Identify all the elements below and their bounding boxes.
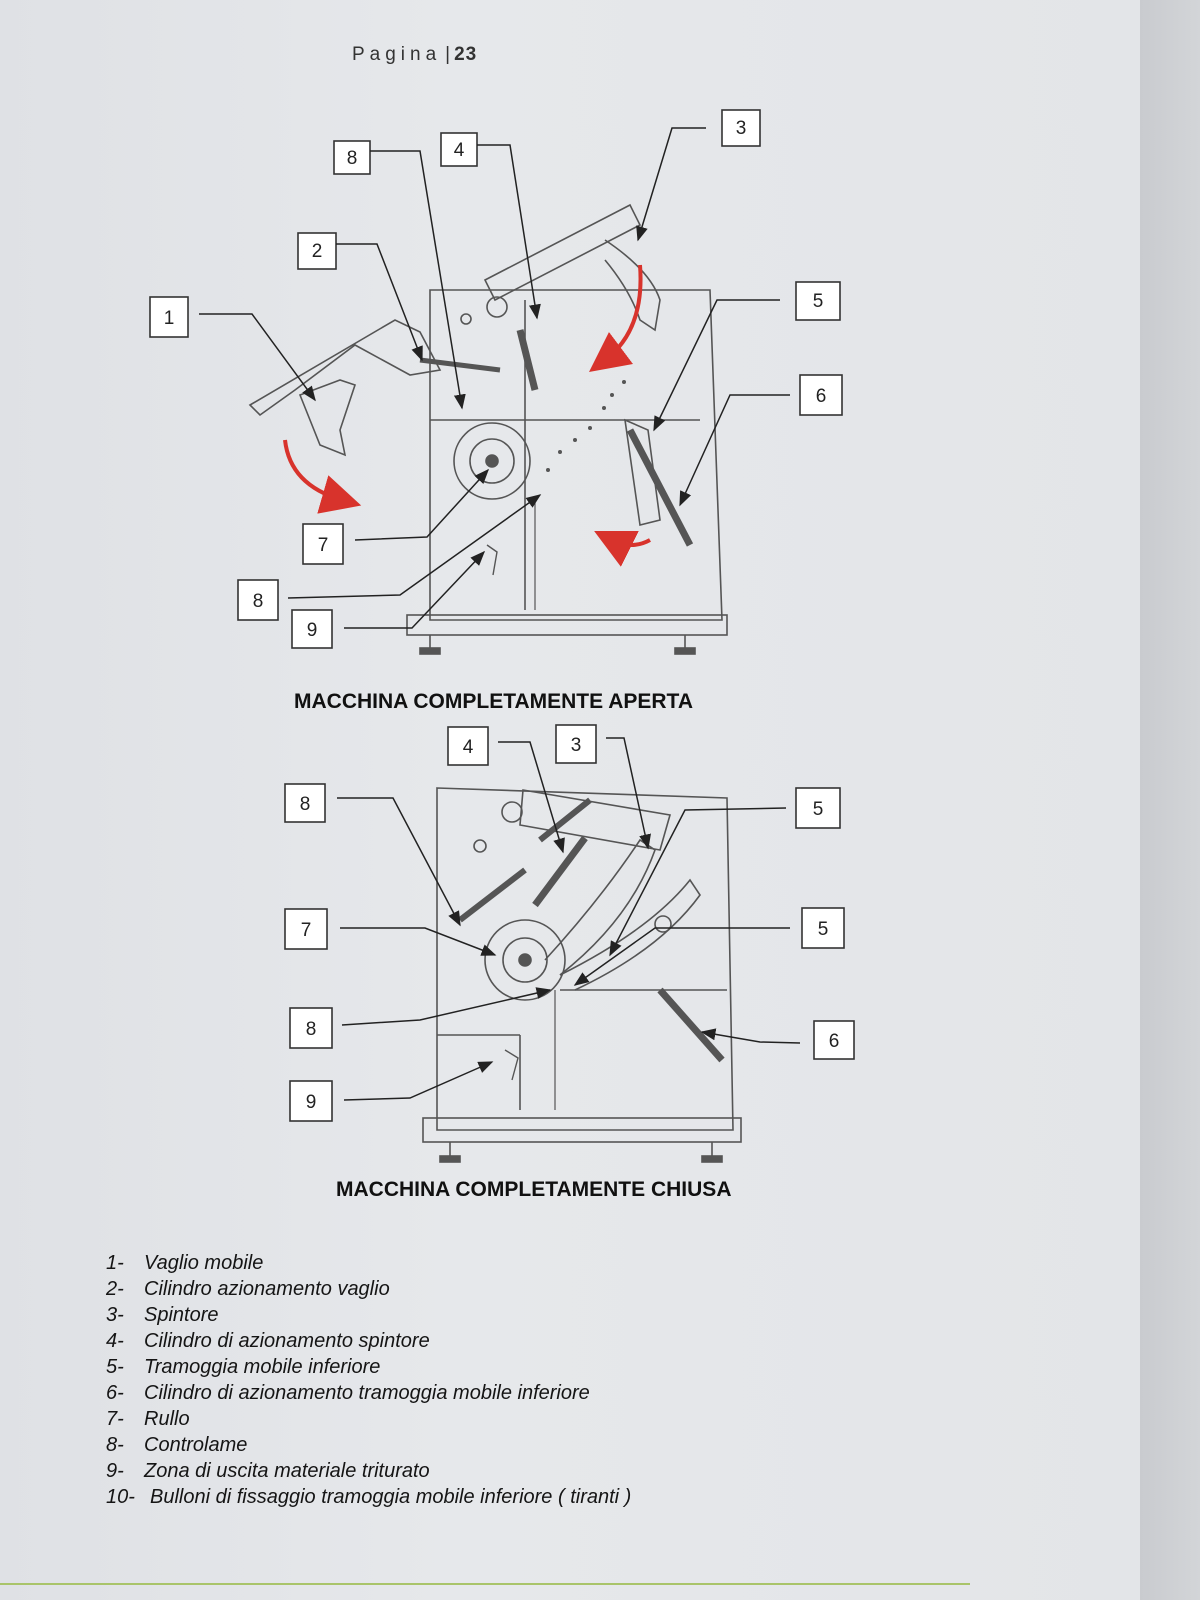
caption-open: MACCHINA COMPLETAMENTE APERTA	[294, 690, 693, 713]
svg-text:1: 1	[164, 308, 175, 329]
callout-closed-7: 7	[284, 908, 497, 956]
caption-closed: MACCHINA COMPLETAMENTE CHIUSA	[336, 1178, 732, 1201]
svg-text:4: 4	[454, 140, 465, 161]
svg-text:9: 9	[306, 1092, 317, 1113]
callout-9: 9	[291, 550, 486, 649]
callouts-open: 8 4 3 2 1 5 6	[149, 109, 843, 649]
callouts-closed: 4 3 8 5 7 5 8	[284, 724, 855, 1122]
page-number: 23	[454, 44, 478, 65]
callout-5: 5	[653, 281, 841, 432]
callout-3: 3	[636, 109, 761, 242]
legend-item: 10-Bulloni di fissaggio tramoggia mobile…	[106, 1486, 632, 1508]
legend-item: 5-Tramoggia mobile inferiore	[106, 1356, 381, 1378]
legend-item: 9-Zona di uscita materiale triturato	[106, 1460, 430, 1482]
svg-text:5: 5	[813, 291, 824, 312]
page-edge	[1140, 0, 1200, 1600]
svg-text:8: 8	[306, 1019, 317, 1040]
callout-closed-8-bottom: 8	[289, 987, 552, 1049]
legend-item: 3-Spintore	[106, 1304, 219, 1326]
callout-2: 2	[297, 232, 423, 362]
legend-item: 7-Rullo	[106, 1408, 190, 1430]
motion-arrows-open	[283, 264, 651, 567]
callout-4: 4	[440, 132, 541, 320]
callout-closed-3: 3	[555, 724, 651, 850]
svg-text:5: 5	[813, 799, 824, 820]
svg-text:6: 6	[829, 1031, 840, 1052]
svg-text:3: 3	[571, 735, 582, 756]
callout-1: 1	[149, 296, 316, 402]
machine-diagrams: 8 4 3 2 1 5 6	[149, 109, 855, 1163]
svg-text:2: 2	[312, 241, 323, 262]
callout-7: 7	[302, 468, 490, 565]
svg-text:4: 4	[463, 737, 474, 758]
svg-text:8: 8	[347, 148, 358, 169]
svg-text:8: 8	[253, 591, 264, 612]
callout-6: 6	[679, 374, 843, 507]
callout-closed-5-top: 5	[609, 787, 841, 957]
callout-closed-6: 6	[700, 1020, 855, 1060]
callout-8-bottom: 8	[237, 494, 542, 621]
legend-item: 1-Vaglio mobile	[106, 1252, 264, 1274]
legend-item: 4-Cilindro di azionamento spintore	[106, 1330, 430, 1352]
page-label: Pagina	[352, 44, 442, 65]
callout-closed-5-bottom: 5	[573, 907, 845, 986]
callout-closed-9: 9	[289, 1061, 494, 1122]
svg-text:9: 9	[307, 620, 318, 641]
svg-text:7: 7	[301, 920, 312, 941]
svg-text:8: 8	[300, 794, 311, 815]
callout-closed-8-top: 8	[284, 783, 461, 927]
page-sheet	[0, 0, 1140, 1600]
page-separator: |	[445, 44, 451, 65]
callout-8-top: 8	[333, 140, 466, 410]
callout-closed-4: 4	[447, 726, 565, 854]
diagram-open-machine	[248, 203, 728, 655]
svg-text:3: 3	[736, 118, 747, 139]
legend-item: 2-Cilindro azionamento vaglio	[106, 1278, 390, 1300]
legend-item: 6-Cilindro di azionamento tramoggia mobi…	[106, 1382, 590, 1404]
svg-text:7: 7	[318, 535, 329, 556]
page-header: Pagina|23	[352, 44, 477, 66]
component-legend: 1-Vaglio mobile 2-Cilindro azionamento v…	[106, 1250, 631, 1510]
footer-rule	[0, 1583, 970, 1585]
svg-text:6: 6	[816, 386, 827, 407]
diagram-closed-machine	[422, 787, 742, 1163]
svg-text:5: 5	[818, 919, 829, 940]
legend-item: 8-Controlame	[106, 1434, 248, 1456]
